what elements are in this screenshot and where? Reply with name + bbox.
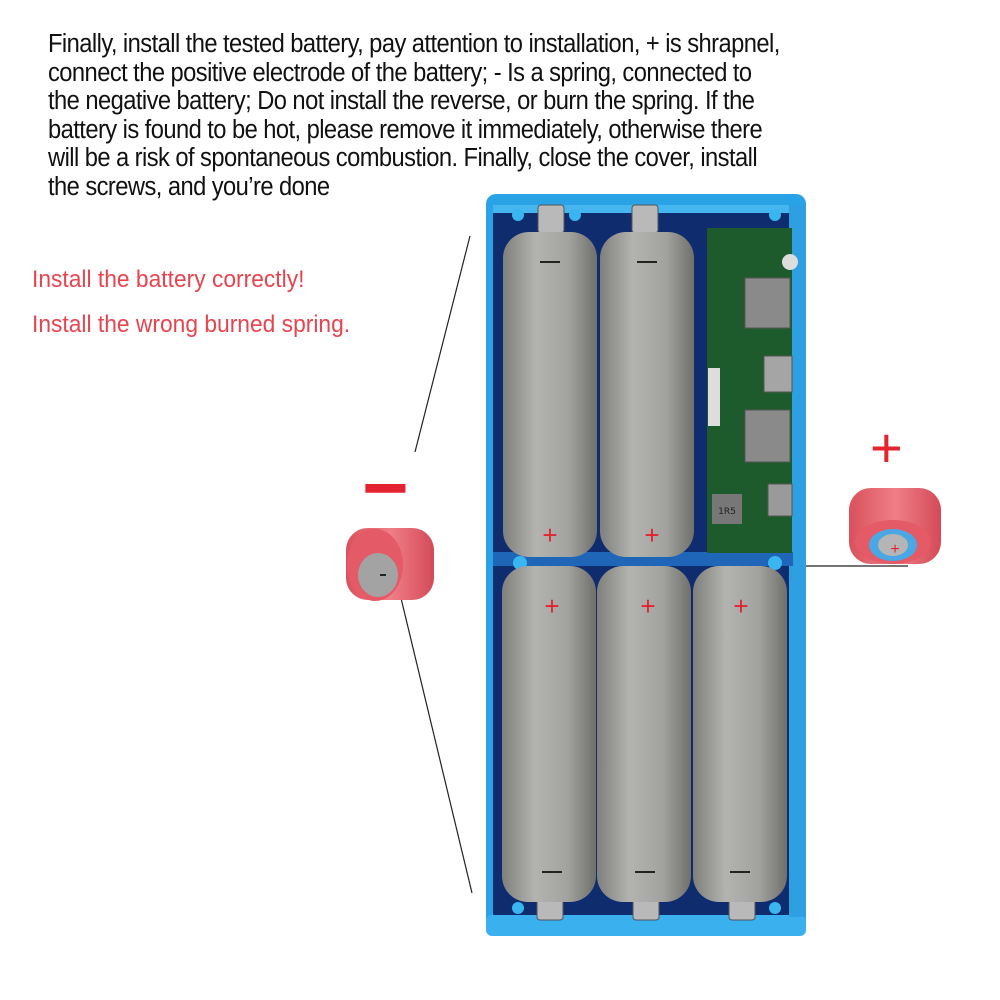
- inductor-label: 1R5: [718, 507, 736, 517]
- svg-text:+: +: [890, 541, 899, 558]
- negative-sign-label: −: [362, 443, 409, 532]
- instruction-line: Finally, install the tested battery, pay…: [48, 30, 780, 58]
- note-wrong: Install the wrong burned spring.: [32, 311, 351, 338]
- cell-bottom-1: +: [502, 566, 596, 902]
- instruction-line: battery is found to be hot, please remov…: [48, 115, 763, 144]
- svg-text:+: +: [640, 591, 655, 621]
- note-correct: Install the battery correctly!: [32, 266, 305, 293]
- instruction-line: the negative battery; Do not install the…: [48, 87, 755, 115]
- svg-text:+: +: [733, 591, 748, 621]
- cell-bottom-3: +: [693, 566, 787, 902]
- instruction-text: Finally, install the tested battery, pay…: [48, 30, 922, 201]
- negative-terminal-cell-icon: [346, 528, 434, 601]
- positive-sign-label: +: [870, 416, 903, 479]
- cell-top-1: +: [503, 232, 597, 557]
- svg-text:+: +: [644, 520, 659, 550]
- instruction-line: will be a risk of spontaneous combustion…: [48, 144, 758, 172]
- svg-text:+: +: [542, 520, 557, 550]
- cell-top-2: +: [600, 232, 694, 557]
- svg-text:+: +: [544, 591, 559, 621]
- spring-contacts: [536, 204, 756, 921]
- pcb-board: 1R5: [707, 228, 798, 553]
- positive-terminal-cell-icon: +: [849, 488, 941, 564]
- instruction-line: connect the positive electrode of the ba…: [48, 58, 752, 87]
- cell-bottom-2: +: [597, 566, 691, 902]
- instruction-line: the screws, and you’re done: [48, 172, 330, 201]
- leader-lines: [399, 235, 908, 894]
